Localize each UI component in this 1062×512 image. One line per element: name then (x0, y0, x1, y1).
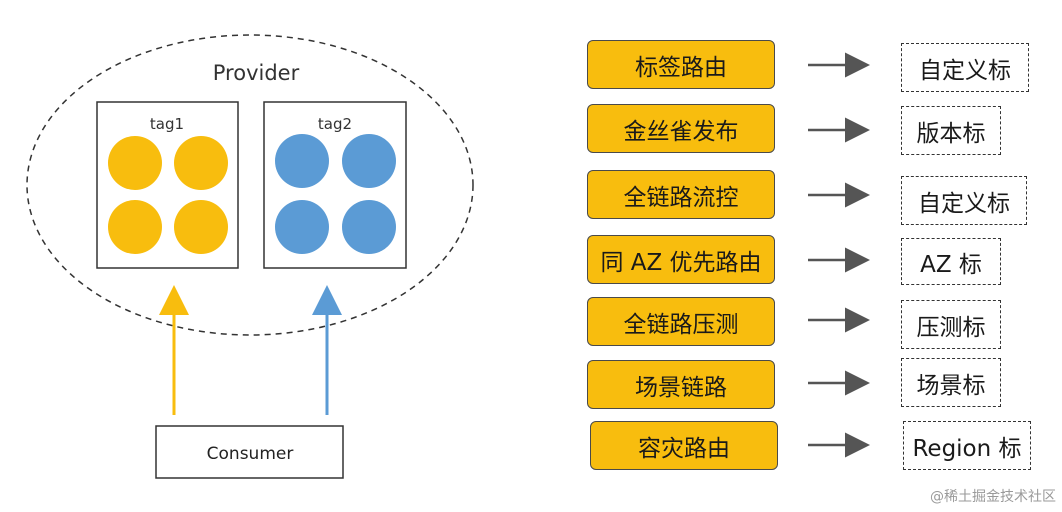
provider-label: Provider (213, 61, 300, 85)
tag-box: 压测标 (901, 300, 1001, 349)
feature-box: 全链路压测 (587, 297, 775, 346)
tag1-instance (174, 136, 228, 190)
feature-box: 全链路流控 (587, 170, 775, 219)
tag-box: 版本标 (901, 106, 1001, 155)
tag2-label: tag2 (318, 115, 352, 133)
watermark: @稀土掘金技术社区 (930, 489, 1056, 505)
consumer-box (155, 425, 344, 479)
tag2-instance (342, 134, 396, 188)
tag-box: 场景标 (901, 358, 1001, 407)
tag1-group: tag1 (96, 101, 239, 269)
row-arrows (808, 52, 870, 458)
feature-box: 场景链路 (587, 360, 775, 409)
feature-box: 同 AZ 优先路由 (587, 235, 775, 284)
consumer-label: Consumer (207, 444, 294, 464)
tag-box: 自定义标 (901, 176, 1027, 225)
tag2-instance (275, 134, 329, 188)
tag1-label: tag1 (150, 115, 184, 133)
tag1-instance (108, 200, 162, 254)
tag1-instance (174, 200, 228, 254)
feature-box: 标签路由 (587, 40, 775, 89)
tag1-instance (108, 136, 162, 190)
tag2-group: tag2 (263, 101, 407, 269)
tag-box: AZ 标 (901, 238, 1001, 285)
feature-box: 容灾路由 (590, 421, 778, 470)
tag-box: 自定义标 (901, 43, 1029, 92)
tag2-instance (342, 200, 396, 254)
feature-box: 金丝雀发布 (587, 104, 775, 153)
tag2-instance (275, 200, 329, 254)
provider-ellipse (26, 34, 474, 336)
tag-box: Region 标 (903, 421, 1031, 470)
